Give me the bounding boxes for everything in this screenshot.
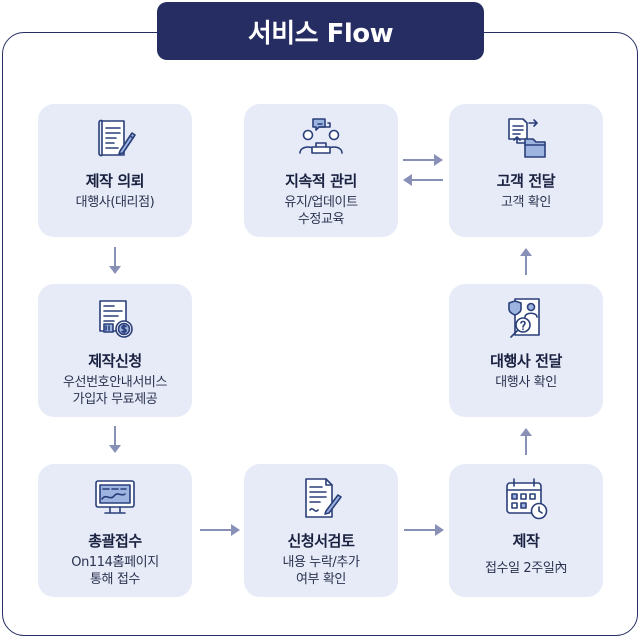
step-manage-card: 지속적 관리 유지/업데이트 수정교육: [244, 104, 398, 237]
document-pen-icon: [90, 113, 140, 163]
arrow-apply-to-intake: [107, 425, 123, 455]
arrow-intake-to-review: [199, 522, 241, 538]
arrow-request-to-apply: [107, 246, 123, 276]
step-manage-title: 지속적 관리: [285, 172, 357, 190]
calendar-clock-icon: [501, 473, 551, 523]
step-intake-desc-line2: 통해 접수: [90, 572, 140, 587]
step-manage-desc-line2: 수정교육: [297, 212, 345, 227]
step-review-desc-line2: 여부 확인: [296, 572, 346, 587]
step-agency-desc-line1: 대행사 확인: [495, 375, 557, 390]
profile-search-icon: [501, 293, 551, 343]
team-chat-icon: [296, 113, 346, 163]
step-customer-title: 고객 전달: [496, 172, 556, 190]
diagram-title: 서비스 Flow: [157, 2, 484, 60]
step-apply-desc-line2: 가입자 무료제공: [72, 392, 158, 407]
invoice-coin-icon: [90, 293, 140, 343]
arrow-produce-to-agency: [518, 426, 534, 456]
arrow-manage-to-customer: [402, 152, 444, 168]
arrow-customer-to-manage: [402, 172, 444, 188]
form-pen-icon: [296, 473, 346, 523]
step-intake-desc-line1: On114홈페이지: [71, 555, 159, 570]
step-review-desc-line1: 내용 누락/추가: [282, 555, 360, 570]
step-customer-card: 고객 전달 고객 확인: [449, 104, 603, 237]
step-request-title: 제작 의뢰: [85, 172, 145, 190]
step-apply-card: 제작신청 우선번호안내서비스 가입자 무료제공: [38, 284, 192, 417]
step-produce-title: 제작: [512, 532, 540, 550]
step-intake-title: 총괄접수: [88, 532, 142, 550]
step-review-card: 신청서검토 내용 누락/추가 여부 확인: [244, 464, 398, 597]
step-apply-title: 제작신청: [88, 352, 142, 370]
step-apply-desc-line1: 우선번호안내서비스: [62, 375, 168, 390]
step-request-desc-line1: 대행사(대리점): [75, 195, 155, 210]
arrow-agency-to-customer: [518, 246, 534, 276]
step-agency-card: 대행사 전달 대행사 확인: [449, 284, 603, 417]
step-request-card: 제작 의뢰 대행사(대리점): [38, 104, 192, 237]
step-agency-title: 대행사 전달: [490, 352, 562, 370]
arrow-review-to-produce: [403, 522, 445, 538]
step-intake-card: 총괄접수 On114홈페이지 통해 접수: [38, 464, 192, 597]
step-manage-desc-line1: 유지/업데이트: [284, 195, 358, 210]
step-review-title: 신청서검토: [287, 532, 355, 550]
step-customer-desc-line1: 고객 확인: [501, 195, 551, 210]
step-produce-desc-line1: 접수일 2주일內: [484, 561, 567, 576]
step-produce-card: 제작 접수일 2주일內: [449, 464, 603, 597]
monitor-icon: [90, 473, 140, 523]
document-transfer-icon: [501, 113, 551, 163]
